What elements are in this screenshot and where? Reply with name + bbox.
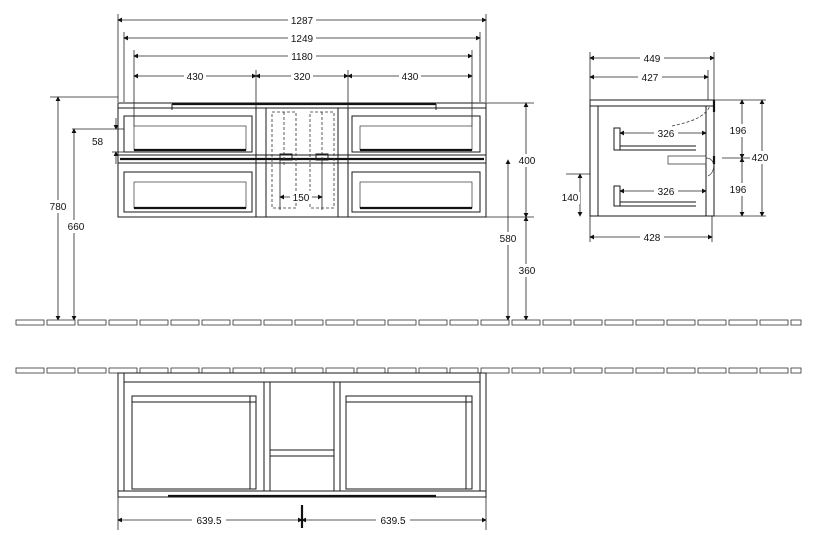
dim-right-half: 639.5 — [380, 516, 405, 527]
floor-line-upper — [15, 319, 802, 326]
side-dimensions: 449 427 326 326 428 — [560, 52, 774, 244]
dim-inner-width: 1249 — [291, 34, 314, 45]
dim-right-upper: 400 — [519, 156, 536, 167]
dim-lower-drawer-height: 196 — [730, 185, 747, 196]
dim-drawer-offset: 58 — [92, 137, 104, 148]
plan-right-drawer — [345, 395, 473, 490]
dim-right-lower: 360 — [519, 266, 536, 277]
plan-view: 639.5 639.5 — [117, 372, 487, 530]
dim-right-section: 430 — [402, 72, 419, 83]
dim-center-section: 320 — [294, 72, 311, 83]
top-left-drawer — [123, 115, 253, 153]
side-cabinet-outline — [589, 99, 715, 217]
dim-drawer-depth-bottom: 326 — [658, 187, 675, 198]
dim-overall-width: 1287 — [291, 16, 314, 27]
dim-side-total-height: 420 — [752, 153, 769, 164]
plan-left-drawer — [131, 395, 257, 490]
dim-left-half: 639.5 — [196, 516, 221, 527]
plan-dimensions: 639.5 639.5 — [117, 497, 487, 530]
plan-cabinet-outline — [117, 372, 487, 498]
dim-total-height: 780 — [50, 202, 67, 213]
dim-drawer-depth-top: 326 — [658, 129, 675, 140]
bottom-left-drawer — [123, 171, 253, 213]
side-view: 449 427 326 326 428 — [560, 52, 774, 244]
dim-center-gap: 150 — [293, 193, 310, 204]
dim-side-small: 140 — [562, 193, 579, 204]
dim-mid-height: 660 — [68, 222, 85, 233]
top-right-drawer — [351, 115, 481, 153]
bottom-right-drawer — [351, 171, 481, 213]
dim-depth-total: 449 — [644, 54, 661, 65]
dim-left-section: 430 — [187, 72, 204, 83]
floor-line-lower — [15, 367, 802, 374]
dim-right-total: 580 — [500, 234, 517, 245]
front-dimensions: 1287 1249 1180 430 320 430 — [46, 14, 540, 321]
dim-depth-inner: 427 — [642, 73, 659, 84]
dim-upper-drawer-height: 196 — [730, 126, 747, 137]
front-view: 1287 1249 1180 430 320 430 — [46, 14, 540, 321]
dim-depth-bottom: 428 — [644, 233, 661, 244]
dim-handle-span: 1180 — [291, 52, 313, 63]
